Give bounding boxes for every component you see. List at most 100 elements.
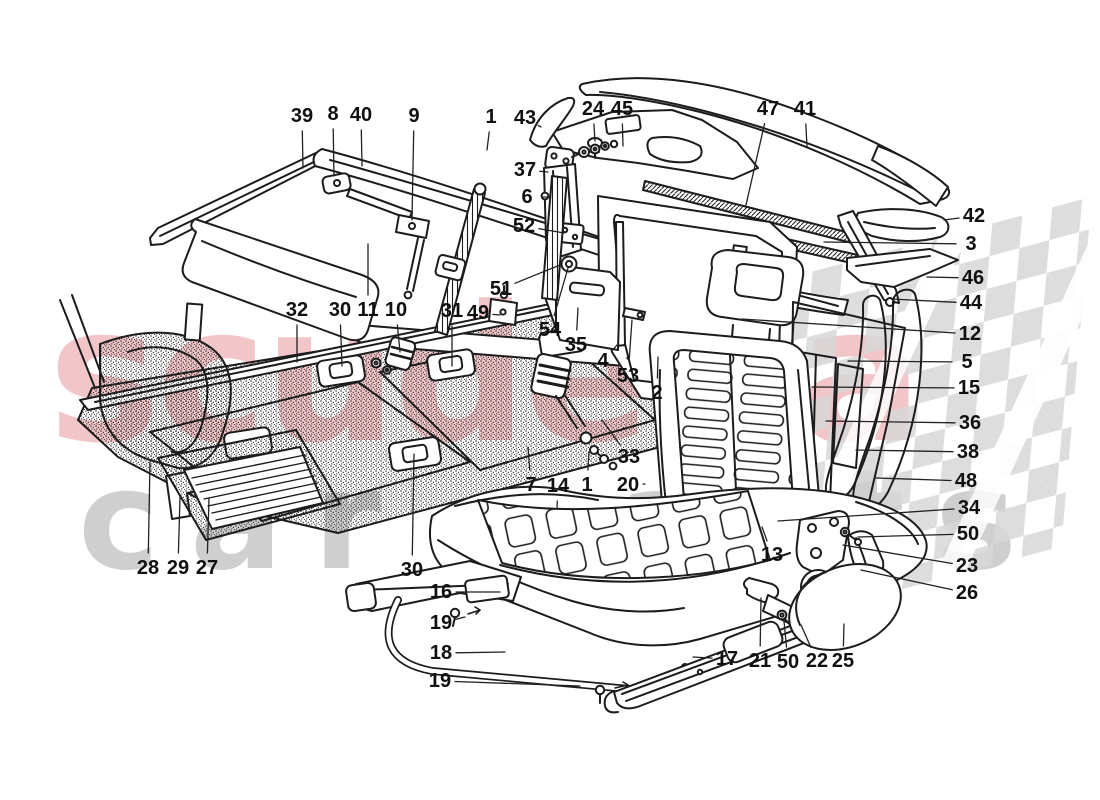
leader-line-30	[339, 324, 343, 367]
leader-line-24	[593, 123, 596, 142]
cushion-wrap-line	[499, 552, 791, 583]
callout-18: 18	[429, 642, 453, 664]
link-screw-a	[776, 609, 792, 627]
callout-11: 11	[357, 299, 379, 321]
leader-line-19	[454, 616, 466, 621]
leader-line-50	[783, 620, 788, 648]
leader-line-13	[761, 526, 768, 542]
leader-line-23	[842, 544, 953, 565]
callout-24: 24	[581, 98, 605, 120]
callout-20: 20	[616, 474, 640, 496]
leader-line-49	[492, 313, 501, 316]
leader-line-40	[360, 129, 363, 167]
callout-43: 43	[513, 107, 537, 129]
leader-line-30	[411, 453, 415, 556]
callout-30: 30	[400, 559, 424, 581]
leader-line-47	[745, 122, 766, 206]
callout-32: 32	[285, 299, 309, 321]
hinge-screw	[839, 526, 862, 546]
leader-line-48	[875, 477, 952, 482]
rail-screw-front	[449, 606, 481, 627]
callout-27: 27	[195, 557, 219, 579]
leader-line-33	[601, 419, 621, 446]
callout-26: 26	[955, 582, 979, 604]
leader-line-18	[455, 651, 506, 654]
callout-34: 34	[957, 497, 981, 519]
leader-line-43	[537, 124, 542, 128]
callout-6: 6	[521, 186, 533, 208]
leader-line-4	[612, 344, 618, 351]
callout-16: 16	[429, 581, 453, 603]
leader-line-28	[147, 461, 151, 554]
belt-buckle	[530, 353, 618, 471]
belt-upper-trim	[529, 96, 576, 148]
floor-bracket	[488, 285, 518, 326]
back-inner-panel	[832, 363, 864, 469]
callout-53: 53	[616, 365, 640, 387]
callout-8: 8	[327, 103, 339, 125]
callout-37: 37	[513, 159, 537, 181]
callout-1: 1	[581, 474, 593, 496]
callout-28: 28	[136, 557, 160, 579]
retractor-buckle	[384, 336, 417, 371]
retractor-washers	[370, 357, 392, 375]
sun-visor	[181, 218, 380, 342]
callout-29: 29	[166, 557, 190, 579]
leader-line-29	[177, 496, 181, 554]
callout-35: 35	[564, 334, 588, 356]
side-shield	[788, 563, 902, 651]
leader-line-54	[553, 267, 569, 317]
seat-hardware-group	[345, 510, 902, 714]
callout-40: 40	[349, 104, 373, 126]
leader-line-38	[855, 449, 954, 453]
callout-19: 19	[428, 670, 452, 692]
leader-line-26	[860, 569, 953, 591]
callout-5: 5	[961, 351, 973, 373]
callout-15: 15	[957, 377, 981, 399]
callout-10: 10	[384, 299, 408, 321]
visor-clip	[321, 172, 413, 220]
leader-line-42	[943, 217, 960, 221]
callout-14: 14	[546, 475, 570, 497]
leader-line-52	[538, 227, 565, 234]
callout-47: 47	[756, 98, 780, 120]
leader-line-7	[527, 446, 531, 471]
leader-line-19	[454, 680, 581, 687]
callout-7: 7	[525, 474, 537, 496]
leader-lines	[147, 122, 960, 687]
callout-9: 9	[408, 105, 420, 127]
visor-bracket	[395, 214, 430, 300]
leader-line-17	[692, 656, 713, 659]
callout-19: 19	[429, 612, 453, 634]
callout-36: 36	[958, 412, 982, 434]
leader-line-51	[514, 264, 561, 284]
rail-end-tube	[603, 691, 619, 714]
callout-44: 44	[959, 292, 983, 314]
leader-line-45	[621, 123, 624, 147]
callout-33: 33	[617, 446, 641, 468]
belt-pivot-bolt	[560, 255, 578, 273]
callout-30: 30	[328, 299, 352, 321]
leader-line-3	[823, 241, 957, 245]
leader-line-37	[539, 170, 549, 173]
callout-48: 48	[954, 470, 978, 492]
callout-17: 17	[715, 648, 739, 670]
shoulder-belt-webbing	[541, 175, 568, 301]
leader-line-25	[842, 623, 845, 647]
callout-22: 22	[805, 650, 829, 672]
belt-bracket	[556, 222, 585, 246]
callout-23: 23	[955, 555, 979, 577]
callout-1: 1	[485, 106, 497, 128]
side-bolster-outer	[852, 288, 923, 512]
callout-54: 54	[538, 319, 562, 341]
leader-line-34	[777, 508, 955, 522]
callout-50: 50	[956, 523, 980, 545]
belt-loop	[473, 182, 487, 196]
callout-41: 41	[793, 98, 817, 120]
callout-25: 25	[831, 650, 855, 672]
callout-3: 3	[965, 233, 977, 255]
leader-line-39	[301, 130, 304, 169]
callout-38: 38	[956, 441, 980, 463]
